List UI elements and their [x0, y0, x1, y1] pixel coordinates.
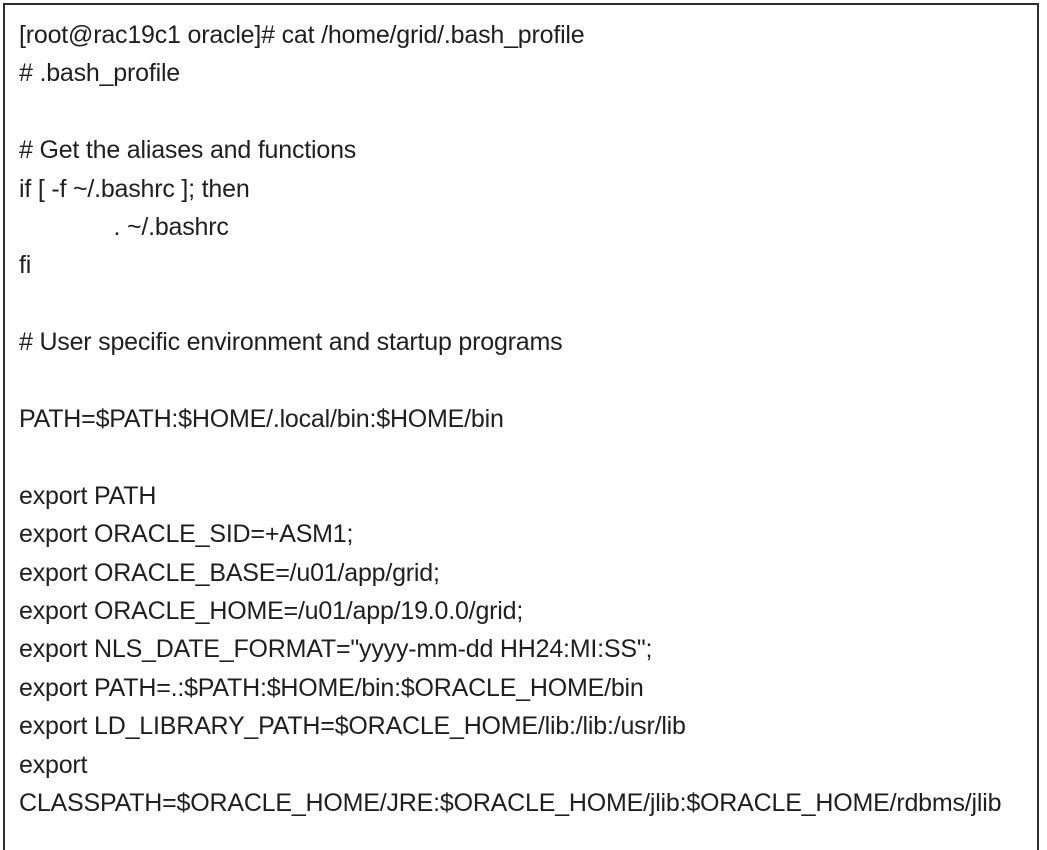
terminal-line: export ORACLE_BASE=/u01/app/grid; — [19, 558, 440, 587]
terminal-line: export — [19, 750, 88, 779]
terminal-line: export PATH=.:$PATH:$HOME/bin:$ORACLE_HO… — [19, 673, 644, 702]
terminal-line — [19, 438, 1025, 476]
terminal-line: export ORACLE_SID=+ASM1; — [19, 520, 354, 549]
terminal-line: # Get the aliases and functions — [19, 136, 357, 165]
terminal-line: # .bash_profile — [19, 59, 181, 88]
terminal-line: [root@rac19c1 oracle]# cat /home/grid/.b… — [19, 21, 585, 49]
terminal-line: CLASSPATH=$ORACLE_HOME/JRE:$ORACLE_HOME/… — [19, 789, 1002, 818]
terminal-line: export PATH — [19, 481, 157, 510]
terminal-line: fi — [19, 251, 32, 280]
terminal-line: export ORACLE_HOME=/u01/app/19.0.0/grid; — [19, 597, 524, 626]
terminal-line: export NLS_DATE_FORMAT="yyyy-mm-dd HH24:… — [19, 635, 653, 664]
terminal-line — [19, 285, 1025, 323]
terminal-lines: [root@rac19c1 oracle]# cat /home/grid/.b… — [19, 16, 1025, 822]
terminal-line — [19, 362, 1025, 400]
terminal-output-box[interactable]: [root@rac19c1 oracle]# cat /home/grid/.b… — [3, 3, 1039, 850]
terminal-line: if [ -f ~/.bashrc ]; then — [19, 174, 250, 203]
terminal-line: # User specific environment and startup … — [19, 328, 563, 357]
terminal-line: PATH=$PATH:$HOME/.local/bin:$HOME/bin — [19, 405, 504, 434]
terminal-line — [19, 93, 1025, 131]
terminal-line: export LD_LIBRARY_PATH=$ORACLE_HOME/lib:… — [19, 712, 686, 741]
terminal-line: . ~/.bashrc — [19, 213, 229, 242]
